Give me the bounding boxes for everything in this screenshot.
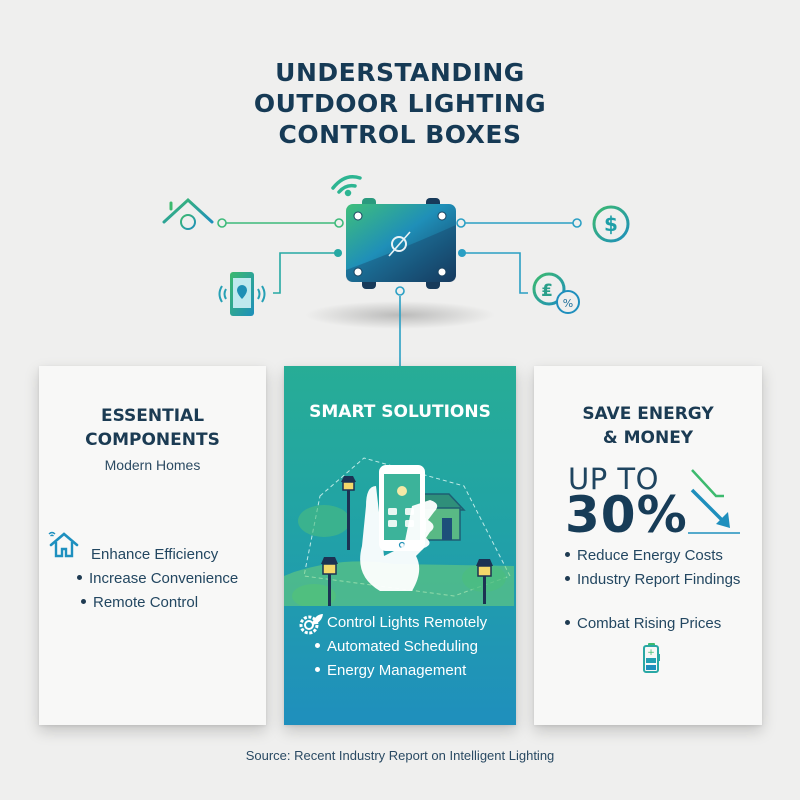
save-energy-card: SAVE ENERGY & MONEY Reduce Energy Costs … — [534, 366, 762, 725]
savings-percent-icon: ₤ % — [532, 272, 580, 314]
control-box-icon — [346, 198, 456, 289]
list-item-text: Control Lights Remotely — [327, 614, 488, 631]
svg-text:+: + — [647, 648, 655, 658]
list-item: Industry Report Findings — [565, 571, 740, 588]
smart-solutions-card: SMART SOLUTIONS — [284, 366, 516, 725]
list-item: Automated Scheduling — [315, 638, 478, 655]
card-title-line-2: & MONEY — [602, 428, 694, 448]
bullet-icon — [565, 619, 570, 625]
card-title-line-2: COMPONENTS — [85, 430, 220, 450]
card-title-line-1: SAVE ENERGY — [582, 404, 714, 424]
dollar-coin-icon: $ — [592, 205, 630, 243]
downward-trend-arrows-icon — [688, 469, 740, 534]
source-citation: Source: Recent Industry Report on Intell… — [245, 748, 555, 763]
bullet-icon — [565, 551, 570, 557]
battery-charging-icon: + — [643, 643, 660, 673]
bullet-icon — [77, 574, 82, 580]
svg-text:$: $ — [604, 212, 618, 236]
card-title: ESSENTIAL COMPONENTS — [39, 404, 266, 452]
list-item-text: Increase Convenience — [89, 570, 239, 587]
bullet-icon — [315, 642, 320, 648]
smartphone-hand-house-lamps-illustration — [284, 457, 514, 606]
list-item: Reduce Energy Costs — [565, 547, 723, 564]
card-title: SMART SOLUTIONS — [309, 402, 491, 422]
list-item: Increase Convenience — [77, 570, 238, 587]
title-line-2: OUTDOOR LIGHTING — [253, 89, 547, 118]
card-subtitle: Modern Homes — [104, 457, 201, 473]
list-item-text: Remote Control — [93, 594, 199, 611]
stat-prefix: UP TO — [568, 462, 659, 496]
smart-home-wifi-icon — [48, 531, 79, 558]
list-item-text: Reduce Energy Costs — [577, 547, 723, 564]
gear-leaf-icon — [299, 614, 323, 635]
title-line-1: UNDERSTANDING — [275, 58, 525, 87]
list-item: Control Lights Remotely — [327, 614, 487, 631]
list-item-text: Energy Management — [327, 662, 467, 679]
list-item-text: Combat Rising Prices — [577, 615, 722, 632]
list-item: Combat Rising Prices — [565, 615, 721, 632]
bullet-icon — [81, 598, 86, 604]
house-lightbulb-icon — [162, 197, 214, 245]
list-item-text: Industry Report Findings — [577, 571, 741, 588]
card-title: SAVE ENERGY & MONEY — [534, 402, 762, 450]
list-item-text: Automated Scheduling — [327, 638, 478, 655]
svg-text:₤: ₤ — [541, 281, 553, 301]
essential-components-card: ESSENTIAL COMPONENTS Modern Homes Enhanc… — [39, 366, 266, 725]
wifi-icon — [331, 175, 362, 197]
svg-text:%: % — [563, 297, 573, 310]
list-item: Energy Management — [315, 662, 466, 679]
list-item: Enhance Efficiency — [91, 546, 218, 563]
bullet-icon — [565, 575, 570, 581]
smartphone-location-icon — [218, 272, 266, 316]
control-box-diagram: $ ₤ % — [162, 175, 630, 366]
page-title: UNDERSTANDING OUTDOOR LIGHTING CONTROL B… — [0, 57, 800, 150]
title-line-3: CONTROL BOXES — [278, 120, 522, 149]
bullet-icon — [315, 666, 320, 672]
list-item-text: Enhance Efficiency — [91, 546, 219, 563]
card-title-line-1: ESSENTIAL — [100, 406, 205, 426]
list-item: Remote Control — [81, 594, 198, 611]
stat-value: 30% — [565, 486, 688, 544]
